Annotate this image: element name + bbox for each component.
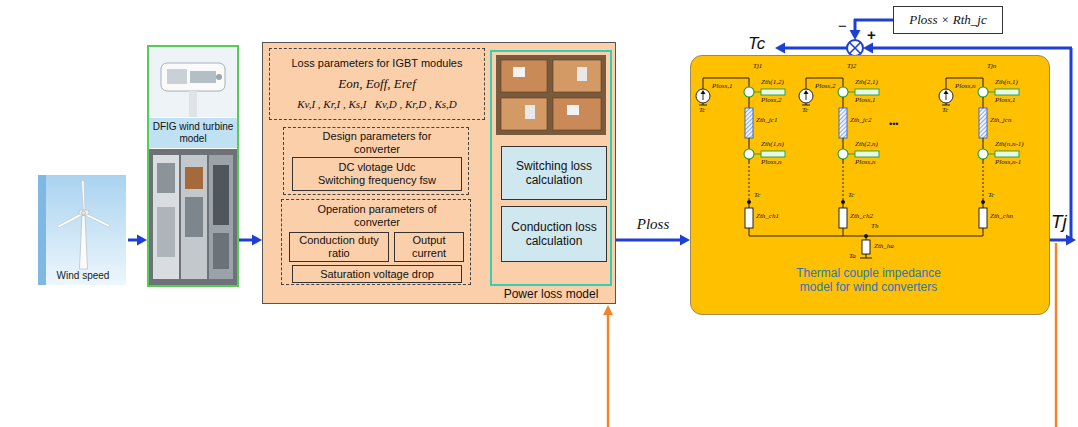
circuit-label: Zth(1,n): [761, 141, 784, 149]
circuit-label: Zth_jc1: [756, 117, 777, 125]
circuit-label: Tc: [754, 192, 760, 200]
node-text: Conduction duty ratio: [293, 234, 385, 260]
circuit-label: Ploss,n-1: [995, 159, 1021, 167]
circuit-label: Ploss,1: [712, 83, 732, 91]
node-text: Wind speed: [40, 270, 126, 282]
arrowhead: [252, 235, 262, 246]
arrowhead: [680, 235, 690, 246]
node-text: Operation parameters of converter: [302, 203, 452, 229]
node-text: Saturation voltage drop: [296, 268, 458, 281]
circuit-label: Tj2: [847, 63, 856, 71]
signal-label: +: [867, 27, 876, 44]
wind-speed-picture: Wind speed: [38, 175, 128, 287]
circuit-label: Tjn: [987, 63, 996, 71]
power-loss-model-box: Power loss model Loss parameters for IGBT…: [262, 42, 616, 304]
circuit-label: Zth(n,1): [995, 79, 1018, 87]
circuit-label: Ploss,1: [995, 97, 1015, 105]
circuit-label: Ploss,2: [815, 83, 835, 91]
circuit-label: Zth_jc2: [850, 117, 871, 125]
circuit-label: •••: [889, 120, 898, 130]
circuit-label: Zth_ch1: [756, 213, 779, 221]
node-text: DFIG wind turbine model: [151, 121, 235, 145]
circuit-label: Zth_jcn: [990, 117, 1011, 125]
circuit-label: Tc: [942, 107, 948, 115]
node-text: Eon, Eoff, Eref: [273, 76, 481, 91]
node-text: Kv,I , Kr,I , Ks,I Kv,D , Kr,D , Ks,D: [273, 98, 481, 111]
circuit-label: Tc: [988, 192, 994, 200]
flow-arrow: [616, 235, 690, 246]
node-text: Design parameters for converter: [304, 130, 450, 156]
node-text: Switching loss calculation: [505, 159, 603, 187]
circuit-label: Zth(2,1): [855, 79, 878, 87]
node-text: Conduction loss calculation: [505, 220, 603, 248]
signal-label: −: [838, 18, 847, 35]
calculation-box: Switching loss calculation: [501, 146, 607, 200]
circuit-label: Zth_ha: [874, 243, 894, 251]
calculation-box: Conduction loss calculation: [501, 206, 607, 262]
circuit-label: Ploss,n: [955, 83, 975, 91]
circuit-label: Zth(2,n): [855, 141, 878, 149]
signal-label: Tj: [1051, 212, 1067, 233]
parameter-box: Conduction duty ratio: [289, 232, 389, 262]
circuit-label: Tc: [699, 107, 705, 115]
node-text: Ploss × Rth_jc: [897, 12, 999, 27]
parameter-box: Saturation voltage drop: [292, 265, 462, 283]
dfig-model-box-illustration: [149, 47, 239, 287]
circuit-label: Ploss,n: [855, 159, 875, 167]
node-text: DC vlotage Udc: [296, 161, 458, 174]
feedback-box: Ploss × Rth_jc: [893, 6, 1003, 34]
arrow-line: [239, 239, 254, 242]
parameter-box: Output current: [394, 232, 464, 262]
loss-parameter-group: Loss parameters for IGBT modulesEon, Eof…: [269, 48, 485, 120]
circuit-label: Tc: [802, 107, 808, 115]
node-text: Power loss model: [489, 287, 613, 301]
circuit-label: Zth_chn: [990, 213, 1013, 221]
thermal-model-box: Thermal couple impedance model for wind …: [690, 55, 1050, 315]
circuit-label: Th: [871, 223, 878, 231]
circuit-label: Ploss,n: [761, 159, 781, 167]
circuit-label: Zth(n,n-1): [995, 141, 1024, 149]
circuit-label: Zth(1,2): [761, 79, 784, 87]
parameter-box: DC vlotage UdcSwitching frequency fsw: [292, 157, 462, 191]
node-text: Output current: [398, 234, 460, 260]
flow-arrow: [239, 235, 262, 246]
circuit-label: Ploss,2: [761, 97, 781, 105]
flow-arrow: [128, 235, 147, 246]
circuit-label: Zth_ch2: [850, 213, 873, 221]
node-text: Loss parameters for IGBT modules: [273, 57, 481, 70]
dfig-model-box: DFIG wind turbine model: [147, 45, 239, 287]
wind-speed-picture-illustration: [38, 175, 126, 285]
edge-label: Ploss: [637, 216, 670, 233]
circuit-label: Tj1: [753, 63, 762, 71]
operation-parameter-group: Operation parameters of converterConduct…: [281, 199, 471, 285]
circuit-label: Ploss,1: [855, 97, 875, 105]
arrow-line: [616, 239, 682, 242]
arrowhead: [137, 235, 147, 246]
signal-label: Tc: [748, 35, 765, 54]
circuit-label: Ta: [849, 253, 856, 261]
design-parameter-group: Design parameters for converterDC vlotag…: [283, 127, 469, 195]
circuit-label: Tc: [848, 192, 854, 200]
node-text: Thermal couple impedance model for wind …: [786, 266, 951, 294]
node-text: Switching frequency fsw: [296, 174, 458, 187]
